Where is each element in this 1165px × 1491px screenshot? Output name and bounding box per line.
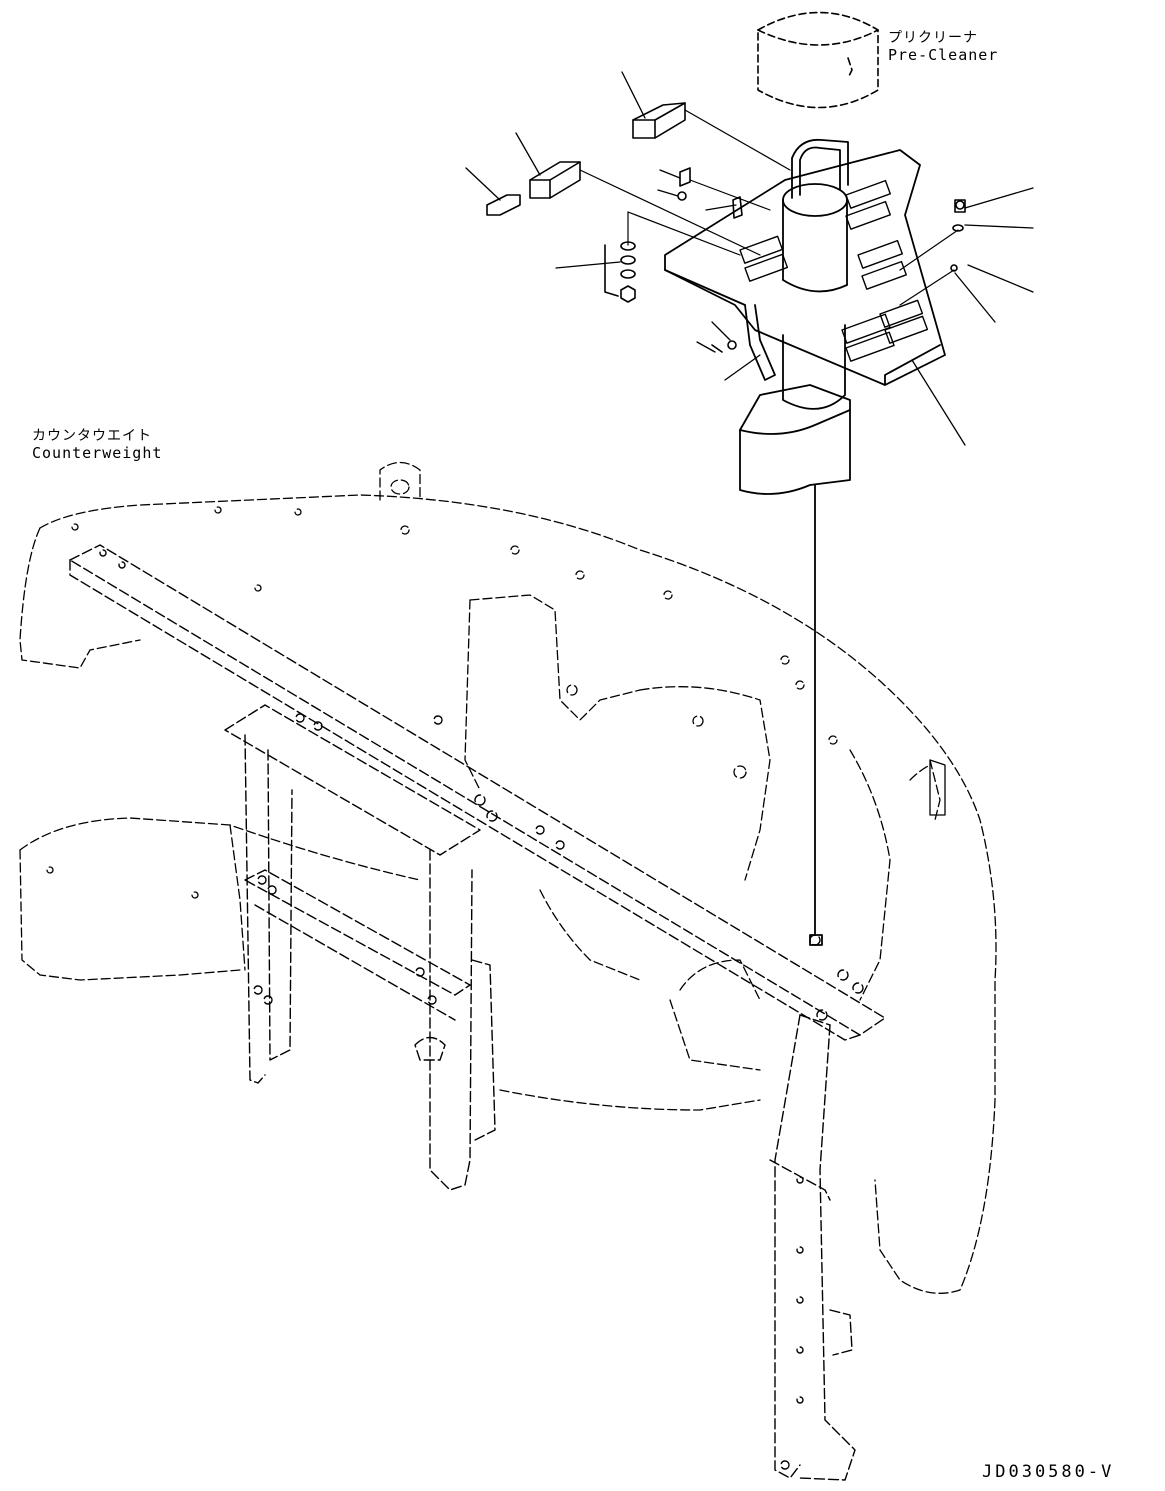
left-support-frame [224, 704, 496, 1191]
intake-stack-assembly [664, 138, 946, 946]
counterweight-phantom [19, 461, 997, 1294]
pre-cleaner-label: プリクリーナ Pre-Cleaner [888, 30, 998, 64]
loose-parts [486, 102, 966, 353]
cross-beam [69, 544, 886, 1041]
right-post [769, 1014, 856, 1481]
counterweight-label-jp: カウンタウエイト [32, 428, 152, 444]
assembly-leader-lines [579, 109, 959, 306]
pre-cleaner-label-jp: プリクリーナ [888, 30, 978, 46]
pre-cleaner-label-en: Pre-Cleaner [888, 46, 999, 64]
drawing-number: JD030580-V [982, 1462, 1115, 1482]
counterweight-label-en: Counterweight [32, 444, 163, 462]
counterweight-label: カウンタウエイト Counterweight [32, 428, 162, 462]
callout-leaders [465, 71, 1034, 446]
pre-cleaner-phantom [757, 11, 879, 109]
